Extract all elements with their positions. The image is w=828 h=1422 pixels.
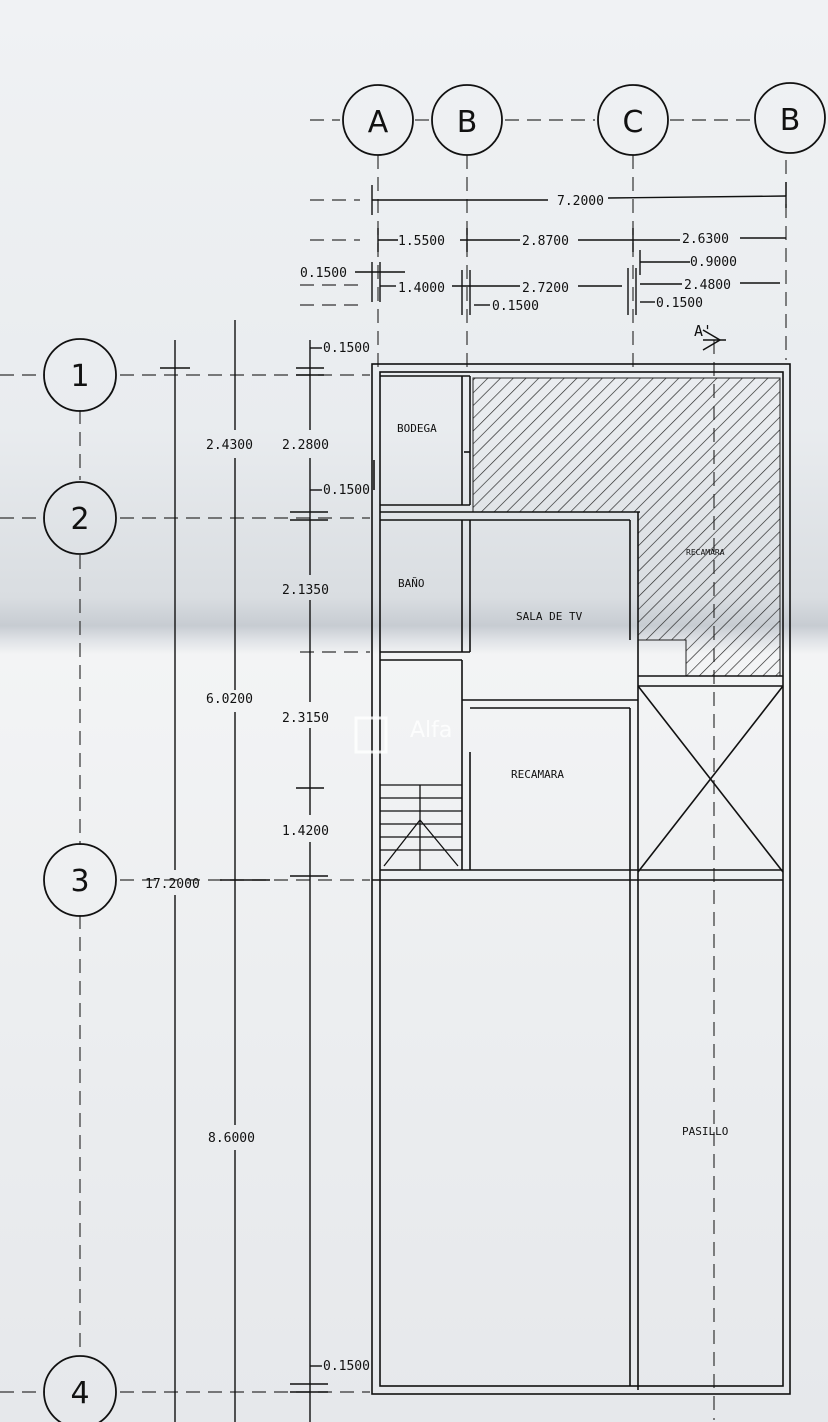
room-sala-tv: SALA DE TV — [516, 610, 583, 623]
dim-width-2: 2.8700 — [522, 234, 569, 249]
watermark-text: Alfa — [410, 718, 452, 743]
walls — [371, 363, 791, 1395]
top-dimension-lines — [355, 182, 787, 315]
dim-wall-mid: 0.1500 — [492, 299, 539, 314]
section-mark-arrow — [702, 329, 726, 351]
dim-length-1: 2.4300 — [206, 438, 253, 453]
room-pasillo: PASILLO — [682, 1125, 728, 1138]
dim-bodega-length: 2.2800 — [282, 438, 329, 453]
dim-wall-bottom: 0.1500 — [323, 1359, 370, 1374]
column-label-b: B — [457, 105, 478, 140]
row-label-1: 1 — [70, 359, 89, 394]
row-label-2: 2 — [70, 502, 89, 537]
dim-stair-2-length: 1.4200 — [282, 824, 329, 839]
dim-wall-left: 0.1500 — [300, 266, 347, 281]
left-dimension-lines — [160, 320, 328, 1422]
room-recamara: RECAMARA — [511, 768, 564, 781]
dim-width-3: 2.6300 — [682, 232, 729, 247]
column-label-a: A — [368, 105, 389, 140]
dim-bano-length: 2.1350 — [282, 583, 329, 598]
row-label-3: 3 — [70, 864, 89, 899]
row-label-4: 4 — [70, 1376, 89, 1411]
room-bano: BAÑO — [398, 577, 425, 590]
dim-total-length: 17.2000 — [145, 877, 200, 892]
dim-length-2: 6.0200 — [206, 692, 253, 707]
stairs — [380, 784, 462, 870]
dim-width-5: 2.7200 — [522, 281, 569, 296]
row-bubbles — [43, 338, 117, 1422]
room-bodega: BODEGA — [397, 422, 437, 435]
dim-length-3: 8.6000 — [208, 1131, 255, 1146]
room-recamara-top: RECAMARA — [686, 548, 725, 557]
dim-width-4: 1.4000 — [398, 281, 445, 296]
dim-width-sub: 0.9000 — [690, 255, 737, 270]
dim-width-6: 2.4800 — [684, 278, 731, 293]
dim-wall-right: 0.1500 — [656, 296, 703, 311]
dim-width-1: 1.5500 — [398, 234, 445, 249]
dim-stair-length: 2.3150 — [282, 711, 329, 726]
hatched-zone — [472, 377, 781, 677]
watermark-logo — [354, 716, 388, 754]
column-label-c: C — [623, 105, 644, 140]
section-mark-label: A' — [694, 322, 712, 340]
column-label-b2: B — [780, 103, 801, 138]
dim-total-width: 7.2000 — [557, 194, 604, 209]
dim-wall-top: 0.1500 — [323, 341, 370, 356]
grid-lines — [0, 119, 787, 1420]
column-bubbles — [342, 82, 826, 156]
dim-wall-2: 0.1500 — [323, 483, 370, 498]
